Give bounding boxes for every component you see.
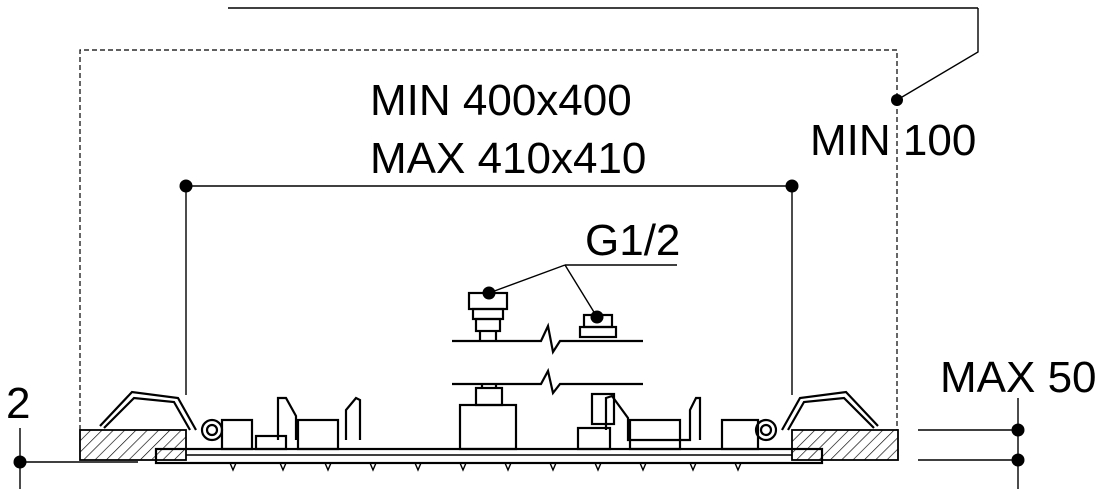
- thread-leader: [488, 264, 677, 318]
- thickness-dimension: [918, 398, 1025, 489]
- break-line: [452, 367, 643, 396]
- thread-label: G1/2: [585, 216, 680, 265]
- installation-boundary: [79, 49, 898, 430]
- gap-label: 2: [6, 379, 30, 428]
- top-leader: [228, 7, 979, 106]
- opening-min-label: MIN 400x400: [370, 76, 632, 125]
- depth-min-label: MIN 100: [810, 116, 976, 165]
- thickness-max-label: MAX 50: [940, 353, 1096, 402]
- diffuser-body: [79, 384, 899, 472]
- faceplate-slots: [229, 462, 742, 472]
- opening-dimension: [179, 179, 799, 395]
- opening-max-label: MAX 410x410: [370, 134, 646, 183]
- valve-connection-detail: [452, 286, 643, 355]
- gap-dimension: [13, 428, 138, 489]
